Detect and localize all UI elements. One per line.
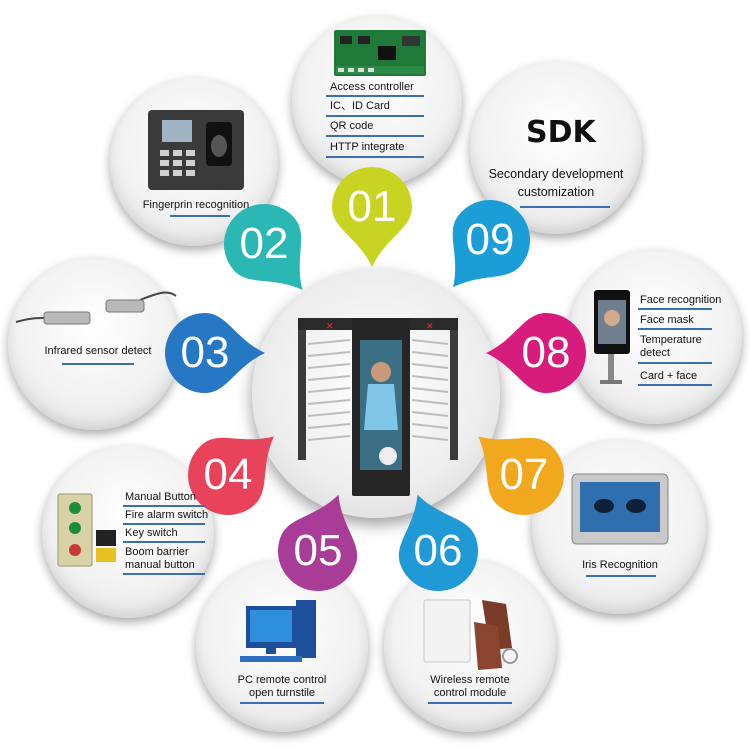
underline (123, 523, 205, 525)
remote-module-image (423, 599, 518, 670)
feature-08-line-2: Face mask (640, 314, 694, 326)
underline (123, 541, 205, 543)
feature-04-line-2: Fire alarm switch (125, 509, 209, 521)
feature-03-line-1: Infrared sensor detect (44, 345, 152, 357)
marker-number-04: 04 (203, 450, 253, 499)
underline (638, 384, 712, 386)
feature-05-line-2: open turnstile (248, 687, 316, 699)
marker-08 (486, 313, 586, 393)
marker-number-07: 07 (499, 450, 549, 499)
feature-card-03 (8, 258, 180, 430)
underline (326, 135, 424, 137)
pc-image (240, 600, 316, 662)
underline (62, 363, 134, 365)
marker-number-02: 02 (239, 219, 289, 268)
marker-number-08: 08 (521, 328, 571, 377)
turnstile-image: ✕ ✕ (298, 318, 458, 496)
marker-03 (165, 313, 265, 393)
marker-09 (452, 200, 530, 288)
underline (123, 573, 205, 575)
feature-06-line-2: control module (433, 687, 507, 699)
underline (123, 505, 205, 507)
feature-04-line-4: Boom barrier (125, 546, 189, 558)
fingerprint-reader-image (148, 110, 244, 190)
feature-01-line-1: Access controller (330, 81, 414, 93)
infrared-sensor-image (15, 291, 177, 325)
feature-01-line-3: QR code (330, 120, 374, 132)
svg-text:✕: ✕ (426, 322, 434, 332)
feature-04-line-5: manual button (125, 559, 195, 571)
iris-terminal-image (571, 473, 669, 545)
marker-06 (398, 494, 478, 591)
marker-number-06: 06 (413, 526, 463, 575)
face-terminal-image (594, 290, 630, 384)
buttons-panel-image (57, 493, 116, 567)
marker-05 (278, 494, 358, 591)
underline (638, 308, 712, 310)
underline (520, 206, 610, 208)
underline (638, 362, 712, 364)
marker-01 (332, 167, 412, 267)
controller-board-image (334, 30, 426, 76)
marker-number-05: 05 (293, 526, 343, 575)
feature-06-line-1: Wireless remote (430, 674, 510, 686)
feature-09-line-1: Secondary development (488, 167, 624, 181)
underline (586, 575, 656, 577)
underline (170, 215, 230, 217)
underline (326, 115, 424, 117)
feature-04-line-1: Manual Button (125, 491, 196, 503)
marker-02 (224, 204, 303, 290)
feature-05-line-1: PC remote control (237, 674, 327, 686)
marker-number-03: 03 (180, 328, 230, 377)
sdk-heading: SDK (526, 115, 596, 150)
underline (638, 328, 712, 330)
marker-number-01: 01 (347, 182, 397, 231)
feature-01-line-4: HTTP integrate (330, 141, 405, 153)
feature-02-line-1: Fingerprin recognition (142, 199, 250, 211)
marker-04 (188, 436, 274, 515)
feature-08-line-1: Face recognition (640, 294, 722, 306)
feature-04-line-3: Key switch (125, 527, 178, 539)
underline (326, 95, 424, 97)
svg-text:✕: ✕ (326, 322, 334, 332)
underline (240, 702, 324, 704)
underline (428, 702, 512, 704)
feature-08-line-4: detect (640, 347, 670, 359)
feature-07-line-1: Iris Recognition (582, 559, 658, 571)
feature-09-line-2: customization (517, 185, 595, 199)
underline (326, 156, 424, 158)
feature-08-line-5: Card + face (640, 370, 698, 382)
feature-01-line-2: IC、ID Card (330, 100, 390, 112)
feature-08-line-3: Temperature (640, 334, 702, 346)
marker-number-09: 09 (465, 215, 515, 264)
marker-07 (478, 436, 564, 515)
